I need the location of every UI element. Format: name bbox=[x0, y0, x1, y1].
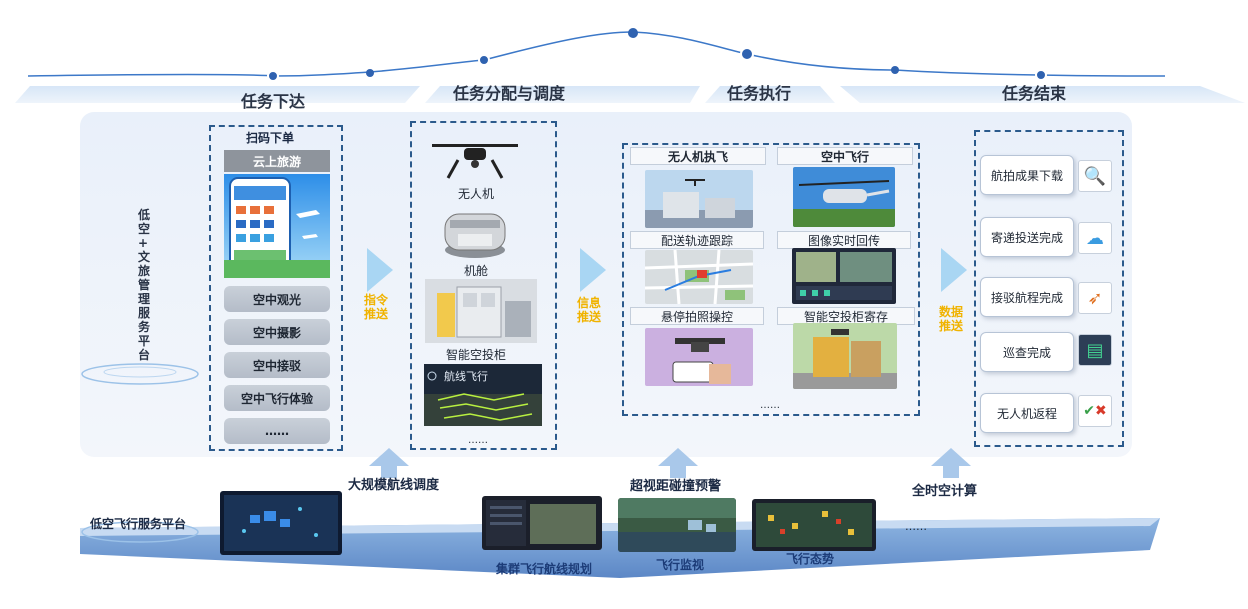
command-push-label: 指令推送 bbox=[363, 293, 388, 321]
result-delivery-complete[interactable]: 寄递投送完成 bbox=[980, 217, 1074, 257]
results-panel bbox=[974, 130, 1124, 447]
air-flight-header: 空中飞行 bbox=[777, 147, 913, 165]
execution-panel bbox=[622, 143, 920, 416]
timeline bbox=[15, 28, 1245, 103]
helicopter-photo bbox=[793, 167, 895, 227]
route-flight-banner-title: 航线飞行 bbox=[444, 370, 488, 383]
hover-photo-label: 悬停拍照操控 bbox=[630, 307, 764, 325]
flight-experience-button[interactable]: 空中飞行体验 bbox=[224, 385, 330, 411]
up-arrow-stem bbox=[943, 466, 959, 478]
flight-situation-label: 飞行态势 bbox=[786, 552, 835, 566]
drone-execution-header: 无人机执飞 bbox=[630, 147, 766, 165]
flow-arrow-icon bbox=[367, 248, 393, 292]
order-panel bbox=[209, 125, 343, 451]
delivery-track-photo bbox=[645, 170, 753, 228]
cabinet-storage-label: 智能空投柜寄存 bbox=[777, 307, 915, 325]
airdrop-cabinet-label: 智能空投柜 bbox=[445, 348, 506, 362]
check-cross-icon: ✔✖ bbox=[1078, 395, 1112, 427]
result-aerial-download[interactable]: 航拍成果下载 bbox=[980, 155, 1074, 195]
map-route-photo bbox=[645, 250, 753, 304]
allocation-panel bbox=[410, 121, 557, 450]
result-patrol-complete[interactable]: 巡查完成 bbox=[980, 332, 1074, 372]
col2-ellipsis: …… bbox=[468, 435, 488, 446]
stage-title: 任务执行 bbox=[726, 84, 791, 103]
route-flight-banner bbox=[424, 364, 542, 426]
phone-control-photo bbox=[645, 328, 753, 386]
rocket-icon: ➶ bbox=[1078, 282, 1112, 314]
aerial-photo-button[interactable]: 空中摄影 bbox=[224, 319, 330, 345]
more-button[interactable]: …… bbox=[224, 418, 330, 444]
hangar-label: 机舱 bbox=[463, 264, 488, 278]
airdrop-cabinet-photo bbox=[425, 279, 537, 343]
drone-label: 无人机 bbox=[457, 187, 494, 201]
col3-ellipsis: …… bbox=[760, 400, 780, 411]
phone-app-screenshot bbox=[224, 174, 330, 278]
cloud-icon: ☁ bbox=[1078, 222, 1112, 254]
cloud-tour-tab[interactable]: 云上旅游 bbox=[224, 150, 330, 172]
delivery-tracking-label: 配送轨迹跟踪 bbox=[630, 231, 764, 249]
order-header: 扫码下单 bbox=[246, 131, 295, 145]
stage-title: 任务分配与调度 bbox=[452, 84, 565, 103]
dashboard-icon: ▤ bbox=[1078, 334, 1112, 366]
hangar-icon bbox=[444, 213, 506, 258]
up-arrow-icon bbox=[369, 448, 409, 466]
platform-vertical-label: 低空+文旅管理服务平台 bbox=[138, 208, 151, 362]
flight-monitor-screen bbox=[618, 498, 736, 552]
data-push-label: 数据推送 bbox=[938, 305, 963, 333]
up-arrow-icon bbox=[931, 448, 971, 466]
up-arrow-icon bbox=[658, 448, 698, 466]
pedestal-icon bbox=[81, 363, 199, 385]
sightseeing-button[interactable]: 空中观光 bbox=[224, 286, 330, 312]
route-scheduling-label: 大规模航线调度 bbox=[348, 478, 440, 493]
up-arrow-stem bbox=[381, 466, 397, 478]
spacetime-computing-label: 全时空计算 bbox=[912, 484, 978, 499]
cluster-route-planning-label: 集群飞行航线规划 bbox=[496, 562, 593, 576]
low-altitude-platform-label: 低空飞行服务平台 bbox=[90, 517, 187, 531]
search-chart-icon: 🔍 bbox=[1078, 160, 1112, 192]
air-shuttle-button[interactable]: 空中接驳 bbox=[224, 352, 330, 378]
flight-monitor-label: 飞行监视 bbox=[656, 558, 705, 572]
flow-arrow-icon bbox=[580, 248, 606, 292]
result-shuttle-complete[interactable]: 接驳航程完成 bbox=[980, 277, 1074, 317]
drone-icon bbox=[432, 144, 518, 179]
stage-title: 任务结束 bbox=[1001, 84, 1066, 103]
image-monitor-photo bbox=[792, 248, 896, 304]
info-push-label: 信息推送 bbox=[576, 296, 601, 324]
up-arrow-stem bbox=[670, 466, 686, 478]
smart-cabinet-photo bbox=[793, 323, 897, 389]
city-map-screen bbox=[220, 491, 342, 555]
route-planning-screen bbox=[482, 496, 602, 550]
stage-title: 任务下达 bbox=[240, 92, 305, 111]
bottom-ellipsis: …… bbox=[905, 520, 927, 533]
collision-warning-label: 超视距碰撞预警 bbox=[630, 479, 722, 494]
flight-situation-screen bbox=[752, 499, 876, 551]
result-drone-return[interactable]: 无人机返程 bbox=[980, 393, 1074, 433]
image-transmission-label: 图像实时回传 bbox=[777, 231, 911, 249]
flow-arrow-icon bbox=[941, 248, 967, 292]
